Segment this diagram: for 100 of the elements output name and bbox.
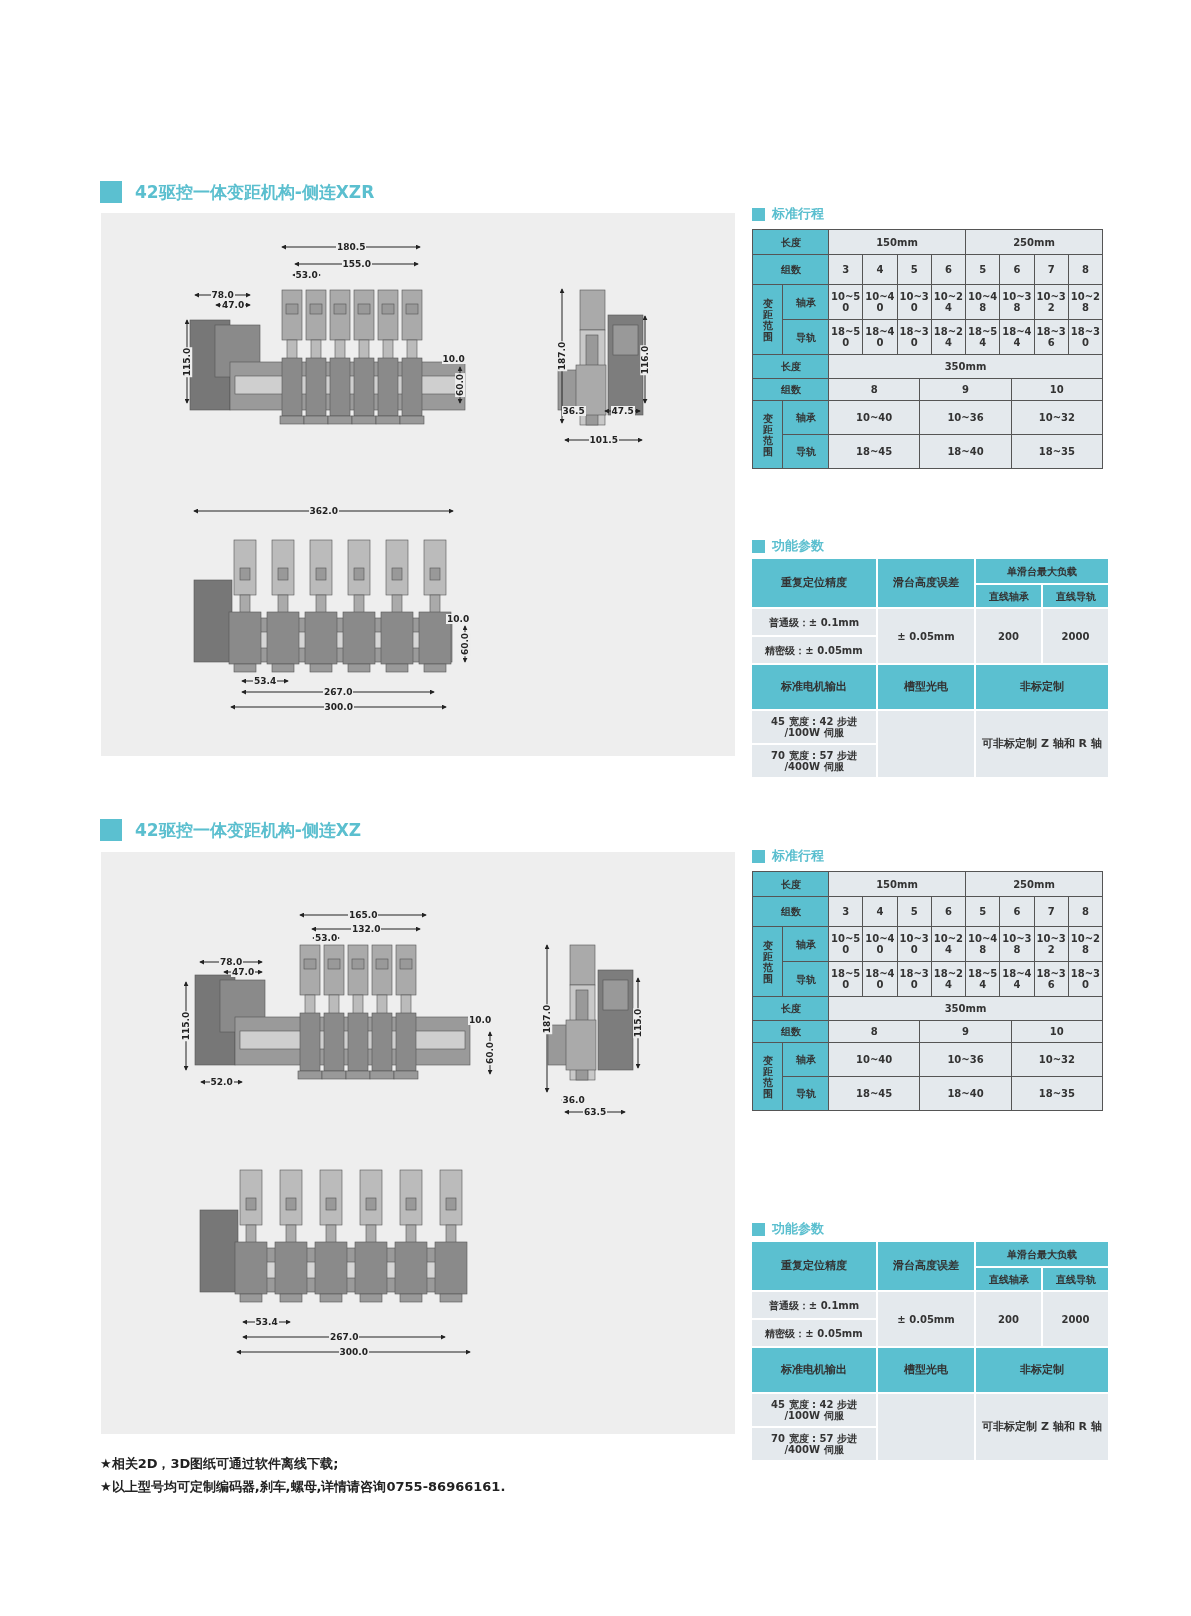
- header-cell: 导轨: [783, 1077, 828, 1110]
- table-cell: 70 宽度 : 57 步进 /400W 伺服: [752, 1428, 876, 1460]
- table-cell: 10~48: [966, 285, 1000, 319]
- table-cell: 10~28: [1068, 285, 1102, 319]
- header-cell: 标准电机输出: [752, 1348, 876, 1392]
- table-cell: 10~24: [931, 285, 965, 319]
- dimension-label: 63.5: [583, 1107, 608, 1117]
- table-cell: 10~32: [1034, 927, 1068, 961]
- header-cell: 轴承: [783, 1043, 828, 1076]
- table-cell: 5: [897, 255, 931, 284]
- header-cell: 标准电机输出: [752, 665, 876, 709]
- table-cell: 5: [966, 897, 1000, 926]
- dimension-label: 116.0: [640, 344, 651, 375]
- table-cell: 10~36: [920, 401, 1011, 434]
- table-cell: 18~40: [920, 435, 1011, 468]
- table-cell: 10~32: [1011, 1043, 1102, 1076]
- header-cell: 长度: [753, 355, 828, 378]
- table-cell: 10~28: [1068, 927, 1102, 961]
- table-cell: 45 宽度 : 42 步进 /100W 伺服: [752, 1394, 876, 1426]
- table-cell: 150mm: [829, 872, 965, 896]
- header-cell: 组数: [753, 897, 828, 926]
- table-cell: 普通级：± 0.1mm: [752, 609, 876, 635]
- table-cell: 精密级：± 0.05mm: [752, 637, 876, 663]
- dimension-label: 115.0: [633, 1007, 644, 1039]
- table-cell: 可非标定制 Z 轴和 R 轴: [976, 711, 1108, 777]
- table-cell: 8: [829, 1021, 920, 1042]
- dimension-label: 52.0: [209, 1077, 234, 1087]
- header-cell: 直线导轨: [1043, 585, 1108, 607]
- header-cell: 长度: [753, 872, 828, 896]
- dimension-label: 60.0: [485, 1040, 496, 1066]
- header-cell: 变距范围: [753, 285, 782, 354]
- table-cell: 18~36: [1034, 962, 1068, 996]
- table-cell: 4: [863, 255, 897, 284]
- header-cell: 组数: [753, 1021, 828, 1042]
- header-cell: 槽型光电: [878, 665, 974, 709]
- table-cell: 10~38: [1000, 285, 1034, 319]
- table-cell: 200: [976, 1292, 1041, 1346]
- table-cell: 18~24: [931, 962, 965, 996]
- table-cell: 18~36: [1034, 320, 1068, 354]
- dimension-label: 47.5: [610, 406, 635, 416]
- table-cell: 8: [1068, 897, 1102, 926]
- table-cell: 10~32: [1034, 285, 1068, 319]
- table-cell: 5: [966, 255, 1000, 284]
- table-cell: 200: [976, 609, 1041, 663]
- section-heading: 标准行程: [772, 205, 824, 223]
- table-cell: 10~50: [829, 285, 863, 319]
- table-cell: 10~48: [966, 927, 1000, 961]
- dimension-label: 300.0: [323, 702, 354, 712]
- header-cell: 组数: [753, 379, 828, 400]
- table-cell: 18~30: [1068, 320, 1102, 354]
- dimension-label: 101.5: [588, 435, 619, 445]
- header-cell: 单滑台最大负载: [976, 1242, 1108, 1266]
- table-cell: ± 0.05mm: [878, 1292, 974, 1346]
- header-cell: 变距范围: [753, 401, 782, 468]
- dimension-label: 10.0: [441, 354, 466, 364]
- header-cell: 非标定制: [976, 1348, 1108, 1392]
- header-cell: 轴承: [783, 401, 828, 434]
- table-cell: 250mm: [966, 872, 1102, 896]
- dimension-label: 53.0: [294, 270, 319, 280]
- table-cell: 350mm: [829, 997, 1102, 1020]
- table-cell: 6: [1000, 897, 1034, 926]
- header-cell: 变距范围: [753, 1043, 782, 1110]
- header-cell: 长度: [753, 230, 828, 254]
- header-cell: 重复定位精度: [752, 559, 876, 607]
- footnote: ★以上型号均可定制编码器,刹车,螺母,详情请咨询0755-86966161.: [100, 1478, 506, 1496]
- dimension-label: 47.0: [221, 300, 246, 310]
- table-cell: 10~50: [829, 927, 863, 961]
- table-cell: ± 0.05mm: [878, 609, 974, 663]
- table-cell: 10~24: [931, 927, 965, 961]
- table-cell: 350mm: [829, 355, 1102, 378]
- dimension-label: 132.0: [351, 924, 382, 934]
- dimension-label: 60.0: [455, 372, 466, 398]
- table-cell: 18~54: [966, 320, 1000, 354]
- section-title: 42驱控一体变距机构-侧连XZR: [135, 181, 375, 204]
- dimension-label: 155.0: [341, 259, 372, 269]
- header-cell: 导轨: [783, 320, 828, 354]
- table-cell: 5: [897, 897, 931, 926]
- table-cell: 6: [1000, 255, 1034, 284]
- header-cell: 轴承: [783, 285, 828, 319]
- table-cell: 10~40: [829, 401, 920, 434]
- section-heading: 标准行程: [772, 847, 824, 865]
- dimension-label: 78.0: [210, 290, 235, 300]
- table-cell: 10~40: [863, 927, 897, 961]
- table-cell: 10: [1011, 379, 1102, 400]
- table-cell: 18~40: [920, 1077, 1011, 1110]
- table-cell: 18~45: [829, 435, 920, 468]
- header-cell: 非标定制: [976, 665, 1108, 709]
- header-cell: 导轨: [783, 435, 828, 468]
- table-cell: 18~45: [829, 1077, 920, 1110]
- dimension-label: 362.0: [308, 506, 339, 516]
- table-cell: 250mm: [966, 230, 1102, 254]
- table-cell: 18~44: [1000, 962, 1034, 996]
- header-cell: 槽型光电: [878, 1348, 974, 1392]
- header-cell: 长度: [753, 997, 828, 1020]
- table-cell: 18~30: [897, 320, 931, 354]
- table-cell: 18~54: [966, 962, 1000, 996]
- table-cell: 18~24: [931, 320, 965, 354]
- header-cell: 滑台高度误差: [878, 559, 974, 607]
- dimension-label: 187.0: [557, 340, 568, 372]
- table-cell: 18~30: [897, 962, 931, 996]
